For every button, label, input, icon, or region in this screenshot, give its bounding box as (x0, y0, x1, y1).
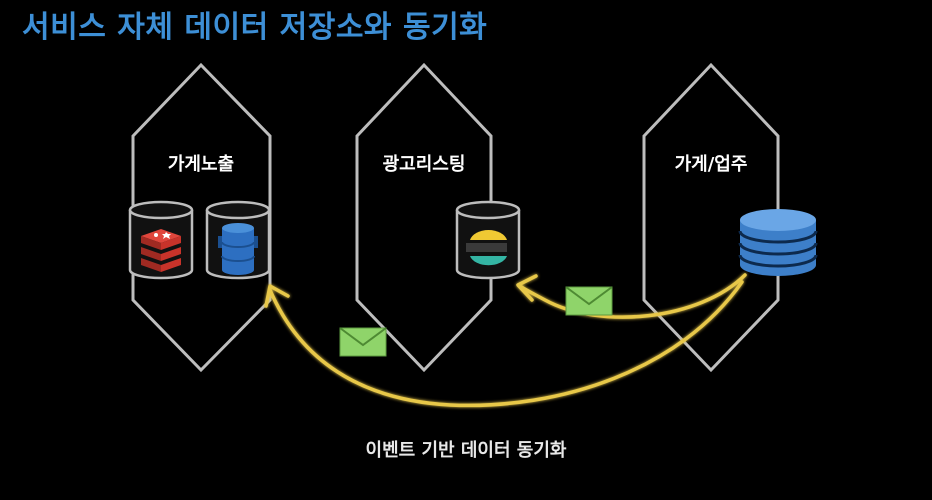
slide-title: 서비스 자체 데이터 저장소와 동기화 (22, 10, 488, 45)
sync-arrow-to-exposure-head (264, 284, 290, 308)
envelope-icon (565, 286, 613, 316)
service-hexagon-2 (355, 62, 493, 373)
redis-icon (128, 200, 194, 280)
service-hexagon-3 (642, 62, 780, 373)
diagram-caption: 이벤트 기반 데이터 동기화 (365, 440, 567, 461)
service-label-exposure: 가게노출 (167, 154, 235, 175)
elasticsearch-icon (455, 200, 521, 280)
service-label-ads: 광고리스팅 (382, 154, 466, 175)
sync-arrow-to-ads (518, 273, 747, 319)
sync-arrow-to-exposure (268, 280, 744, 408)
dynamodb-icon (205, 200, 271, 280)
service-hexagon-1 (131, 62, 272, 373)
envelope-icon (339, 327, 387, 357)
service-label-shop-owner: 가게/업주 (674, 154, 748, 175)
database-icon (738, 209, 818, 276)
sync-arrow-to-ads-head (516, 274, 538, 302)
